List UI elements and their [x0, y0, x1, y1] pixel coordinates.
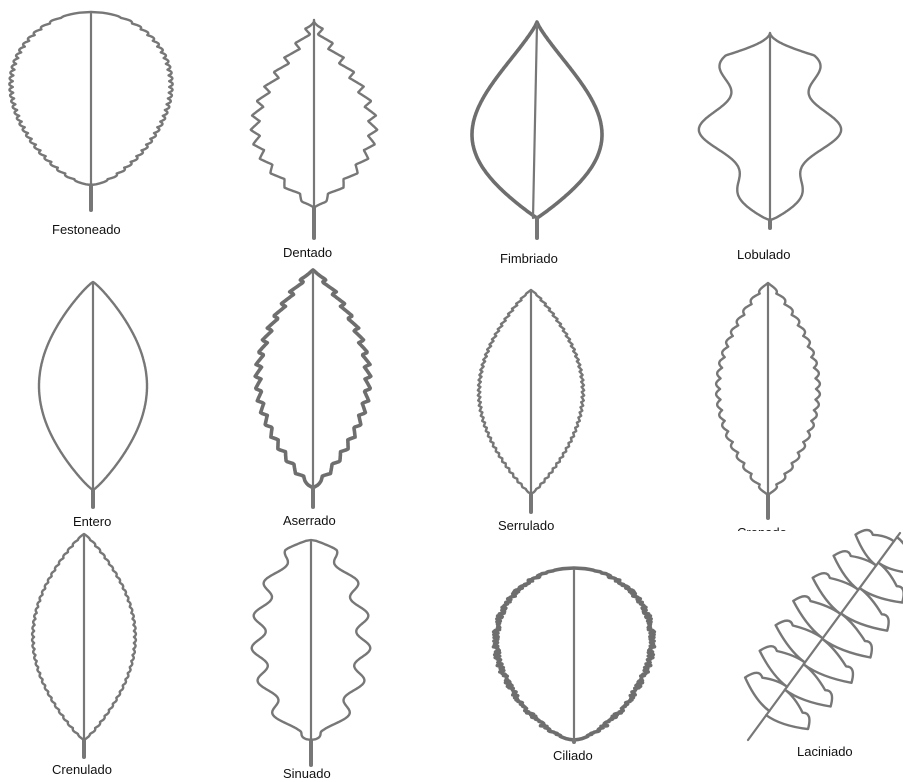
leaf-serrulado — [478, 290, 584, 512]
label-aserrado: Aserrado — [283, 513, 336, 528]
leaf-fimbriado-midrib — [533, 24, 537, 218]
leaf-laciniado-midrib — [748, 533, 900, 740]
leaf-lobulado — [699, 33, 841, 228]
label-serrulado: Serrulado — [498, 518, 554, 533]
labels-layer: Festoneado Dentado Fimbriado Lobulado En… — [52, 222, 853, 781]
leaves-layer — [9, 12, 903, 765]
leaf-laciniado — [745, 530, 903, 740]
leaf-crenado — [716, 283, 820, 518]
label-entero: Entero — [73, 514, 111, 529]
leaf-entero — [39, 282, 147, 507]
leaf-crenulado — [32, 534, 136, 757]
leaf-laciniado-lower-lobes — [745, 530, 894, 711]
leaf-laciniado-upper-lobes — [766, 537, 903, 729]
label-dentado: Dentado — [283, 245, 332, 260]
label-sinuado: Sinuado — [283, 766, 331, 781]
leaf-aserrado — [255, 270, 371, 507]
label-festoneado: Festoneado — [52, 222, 121, 237]
label-ciliado: Ciliado — [553, 748, 593, 763]
leaf-dentado — [251, 20, 377, 238]
label-crop-mask — [700, 531, 810, 545]
leaf-sinuado — [252, 540, 371, 765]
leaf-ciliado — [494, 568, 655, 742]
label-laciniado: Laciniado — [797, 744, 853, 759]
label-fimbriado: Fimbriado — [500, 251, 558, 266]
leaf-fimbriado — [472, 22, 602, 238]
label-lobulado: Lobulado — [737, 247, 791, 262]
label-crenulado: Crenulado — [52, 762, 112, 777]
leaf-festoneado — [9, 12, 172, 210]
